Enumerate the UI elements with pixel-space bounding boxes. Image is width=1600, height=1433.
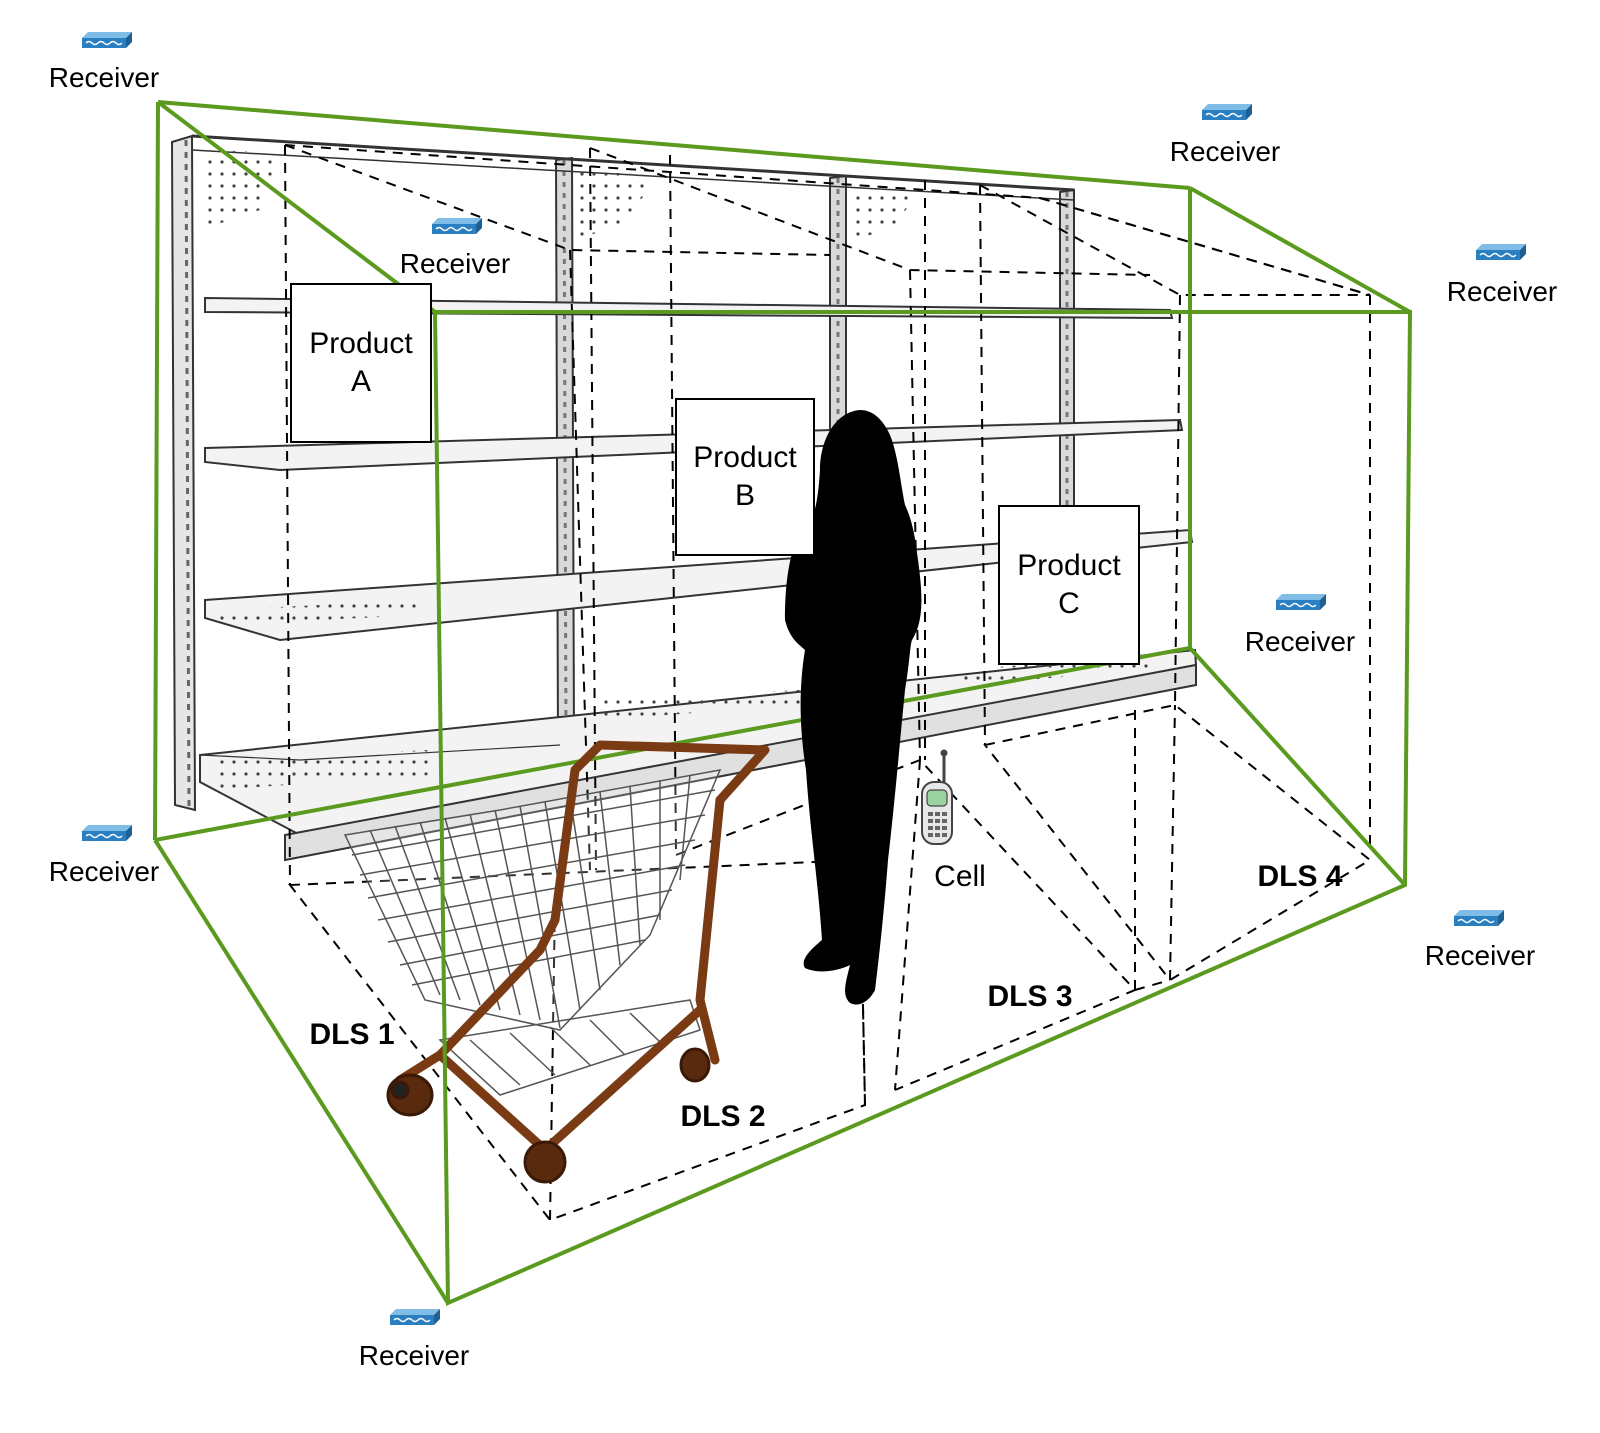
receiver-label-top-right: Receiver xyxy=(1169,136,1281,167)
product-a-box: Product A xyxy=(290,283,432,443)
dls-3-label: DLS 3 xyxy=(987,980,1073,1013)
wifi-access-point-icon xyxy=(390,1309,440,1325)
receiver-label-back-middle: Receiver xyxy=(399,248,511,279)
wifi-access-point-icon xyxy=(82,825,132,841)
receiver-label-mid-right: Receiver xyxy=(1244,626,1356,657)
dls-zone-lines xyxy=(284,144,1372,1222)
shelf-unit xyxy=(170,134,1198,862)
shopping-cart xyxy=(343,740,770,1184)
product-c-box: Product C xyxy=(998,505,1140,665)
wifi-access-point-icon xyxy=(1476,244,1526,260)
mobile-phone-icon xyxy=(921,749,953,845)
dls-4-label: DLS 4 xyxy=(1257,860,1343,893)
receiver-label-far-right: Receiver xyxy=(1446,276,1558,307)
product-b-letter: B xyxy=(734,479,755,512)
dls-2-label: DLS 2 xyxy=(680,1100,766,1133)
wifi-access-point-icon xyxy=(1202,104,1252,120)
receiver-label-top-left: Receiver xyxy=(48,62,160,93)
product-b-box: Product B xyxy=(675,398,815,556)
product-a-letter: A xyxy=(350,365,371,398)
wifi-access-point-icon xyxy=(82,32,132,48)
shopper-silhouette xyxy=(785,410,922,1005)
wifi-access-point-icon xyxy=(432,218,482,234)
cell-label: Cell xyxy=(934,860,986,893)
product-a-label: Product xyxy=(309,327,413,360)
wifi-access-point-icon xyxy=(1276,594,1326,610)
product-c-label: Product xyxy=(1017,549,1121,582)
dls-1-label: DLS 1 xyxy=(309,1018,395,1051)
detection-volume-front xyxy=(153,186,1413,1307)
receiver-label-bottom-front: Receiver xyxy=(358,1340,470,1371)
wifi-access-point-icon xyxy=(1454,910,1504,926)
receiver-label-bottom-left: Receiver xyxy=(48,856,160,887)
product-c-letter: C xyxy=(1058,587,1080,620)
product-b-label: Product xyxy=(693,441,797,474)
receiver-label-bottom-right: Receiver xyxy=(1424,940,1536,971)
